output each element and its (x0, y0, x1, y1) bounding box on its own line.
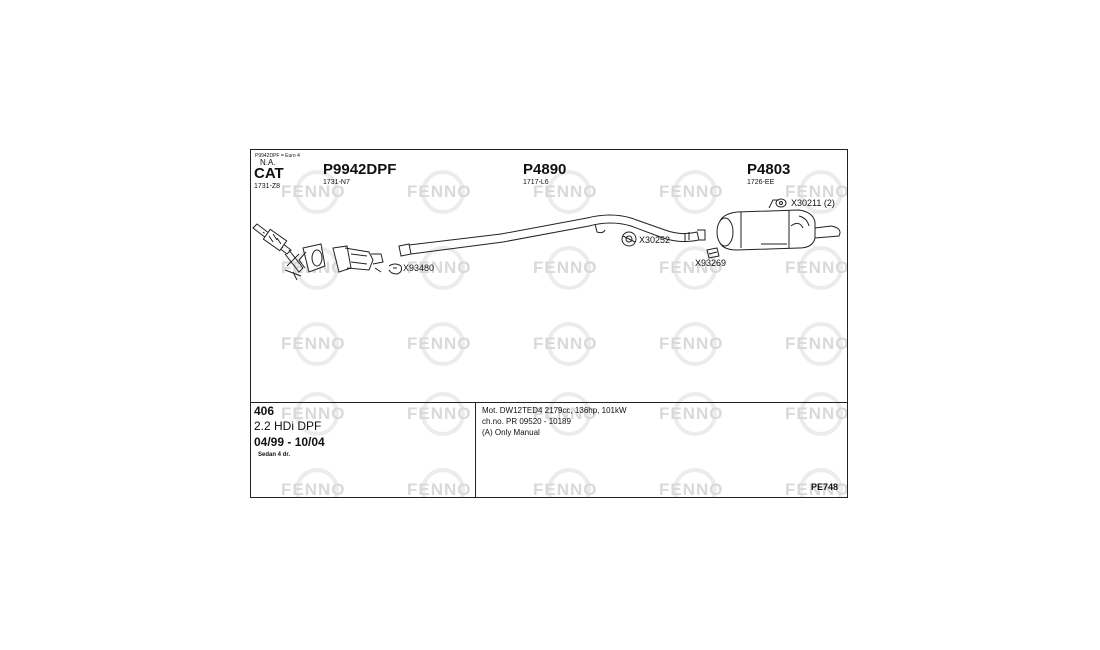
watermark-text: FENNO (785, 182, 848, 201)
watermark-text: FENNO (281, 334, 346, 353)
watermark-logo-icon (421, 392, 465, 436)
watermark-text: FENNO (785, 334, 848, 353)
watermark-text: FENNO (533, 182, 598, 201)
part-code-center-pipe: 1717-L6 (523, 179, 549, 186)
watermark-logo-icon (673, 246, 717, 290)
watermark-logo-icon (295, 170, 339, 214)
watermark-text: FENNO (785, 258, 848, 277)
rear-muffler (716, 199, 841, 251)
euro-note: P9942DPF = Euro 4 (255, 153, 300, 159)
cat-na-label: N.A. (260, 158, 276, 167)
watermark-logo-icon (547, 468, 591, 497)
watermark-logo-icon (547, 392, 591, 436)
watermark-text: FENNO (407, 334, 472, 353)
watermark-text: FENNO (407, 480, 472, 498)
watermark-text: FENNO (785, 404, 848, 423)
watermark-text: FENNO (407, 404, 472, 423)
watermark-logo-icon (799, 392, 843, 436)
accessory-x93480: X93480 (403, 263, 435, 273)
watermark-logo-icon (295, 392, 339, 436)
vehicle-engine: 2.2 HDi DPF (254, 419, 322, 433)
watermark-logo-icon (421, 468, 465, 497)
watermark-text: FENNO (281, 480, 346, 498)
cat-code: 1731-Z8 (254, 183, 281, 190)
exhaust-drawing (252, 198, 841, 281)
front-pipe-cat (252, 223, 326, 281)
cat-label: CAT (254, 165, 284, 182)
table-divider-vertical (475, 402, 476, 497)
watermark-logo-icon (799, 322, 843, 366)
watermark-text: FENNO (659, 258, 724, 277)
watermark-text: FENNO (407, 182, 472, 201)
part-number-dpf: P9942DPF (323, 161, 397, 178)
watermark-logo-icon (547, 170, 591, 214)
spec-gearbox: (A) Only Manual (482, 428, 540, 437)
watermark-text: FENNO (785, 480, 848, 498)
clamp-x93480-icon (388, 263, 402, 275)
watermark-logo-icon (547, 322, 591, 366)
watermark-logo-icon (799, 170, 843, 214)
accessory-x30211: X30211 (2) (791, 198, 835, 208)
watermark-logo-icon (421, 322, 465, 366)
watermark-text: FENNO (533, 334, 598, 353)
part-number-rear-muffler: P4803 (747, 161, 791, 178)
watermark-logo-icon (799, 246, 843, 290)
watermark-text: FENNO (659, 334, 724, 353)
part-code-rear-muffler: 1726-EE (747, 179, 775, 186)
reference-code: PE748 (811, 482, 839, 492)
watermark-logo-icon (673, 322, 717, 366)
watermark-text: FENNO (659, 182, 724, 201)
watermark-text: FENNO (281, 404, 346, 423)
spec-chassis: ch.no. PR 09520 - 10189 (482, 417, 571, 426)
center-pipe (398, 214, 706, 257)
watermark-logo-icon (547, 246, 591, 290)
watermark-logo-icon (295, 468, 339, 497)
watermark-text: FENNO (659, 404, 724, 423)
watermark-text: FENNO (659, 480, 724, 498)
vehicle-years: 04/99 - 10/04 (254, 435, 325, 449)
vehicle-body: Sedan 4 dr. (258, 452, 291, 458)
part-code-dpf: 1731-N7 (323, 179, 350, 186)
exhaust-diagram-sheet: FENNO FENNO FENNO FENNO FENNO FENNO FENNO FENNO… (250, 149, 848, 498)
accessory-x30252: X30252 (639, 235, 671, 245)
watermark-logo-icon (673, 170, 717, 214)
rubber-mount-x30211-icon (775, 198, 787, 208)
rubber-mount-x30252-icon (621, 231, 637, 247)
watermark-logo-icon (421, 170, 465, 214)
watermark-text: FENNO (407, 258, 472, 277)
vehicle-model: 406 (254, 404, 275, 418)
watermark-text: FENNO (533, 258, 598, 277)
watermark-logo-icon (421, 246, 465, 290)
watermark-text: FENNO (533, 480, 598, 498)
accessory-x93269: X93269 (695, 258, 727, 268)
watermark-logo-icon (295, 322, 339, 366)
watermark-text: FENNO (281, 182, 346, 201)
watermark-logo-icon (799, 468, 843, 497)
watermark-text: FENNO (533, 404, 598, 423)
clamp-x93269-icon (706, 247, 720, 259)
spec-motor: Mot. DW12TED4 2179cc, 136hp, 101kW (482, 406, 627, 415)
watermark-logo-icon (673, 392, 717, 436)
part-number-center-pipe: P4890 (523, 161, 567, 178)
table-divider-horizontal (251, 402, 847, 403)
watermark-logo-icon (673, 468, 717, 497)
dpf-filter (332, 245, 384, 273)
